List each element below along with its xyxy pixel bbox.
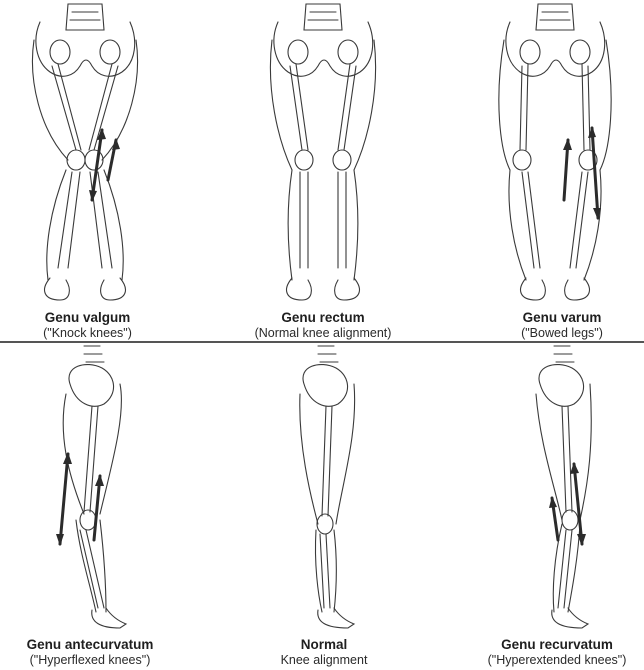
- genu-rectum-figure: [248, 0, 398, 308]
- genu-rectum-caption: Genu rectum (Normal knee alignment): [223, 310, 423, 340]
- panel-title: Genu rectum: [223, 310, 423, 326]
- normal-caption: Normal Knee alignment: [234, 637, 414, 667]
- panel-subtitle: ("Hyperflexed knees"): [0, 653, 180, 667]
- genu-varum-caption: Genu varum ("Bowed legs"): [480, 310, 644, 340]
- panel-subtitle: ("Bowed legs"): [480, 326, 644, 340]
- genu-valgum-caption: Genu valgum ("Knock knees"): [0, 310, 175, 340]
- panel-title: Genu recurvatum: [470, 637, 644, 653]
- panel-subtitle: ("Knock knees"): [0, 326, 175, 340]
- genu-recurvatum-figure: [510, 344, 610, 634]
- row-divider: [0, 341, 644, 343]
- genu-varum-figure: [480, 0, 630, 308]
- panel-subtitle: Knee alignment: [234, 653, 414, 667]
- genu-antecurvatum-caption: Genu antecurvatum ("Hyperflexed knees"): [0, 637, 180, 667]
- panel-subtitle: ("Hyperextended knees"): [470, 653, 644, 667]
- panel-title: Normal: [234, 637, 414, 653]
- panel-title: Genu antecurvatum: [0, 637, 180, 653]
- genu-valgum-figure: [10, 0, 160, 308]
- panel-subtitle: (Normal knee alignment): [223, 326, 423, 340]
- normal-figure: [274, 344, 374, 634]
- genu-antecurvatum-figure: [40, 344, 140, 634]
- panel-title: Genu valgum: [0, 310, 175, 326]
- panel-title: Genu varum: [480, 310, 644, 326]
- genu-recurvatum-caption: Genu recurvatum ("Hyperextended knees"): [470, 637, 644, 667]
